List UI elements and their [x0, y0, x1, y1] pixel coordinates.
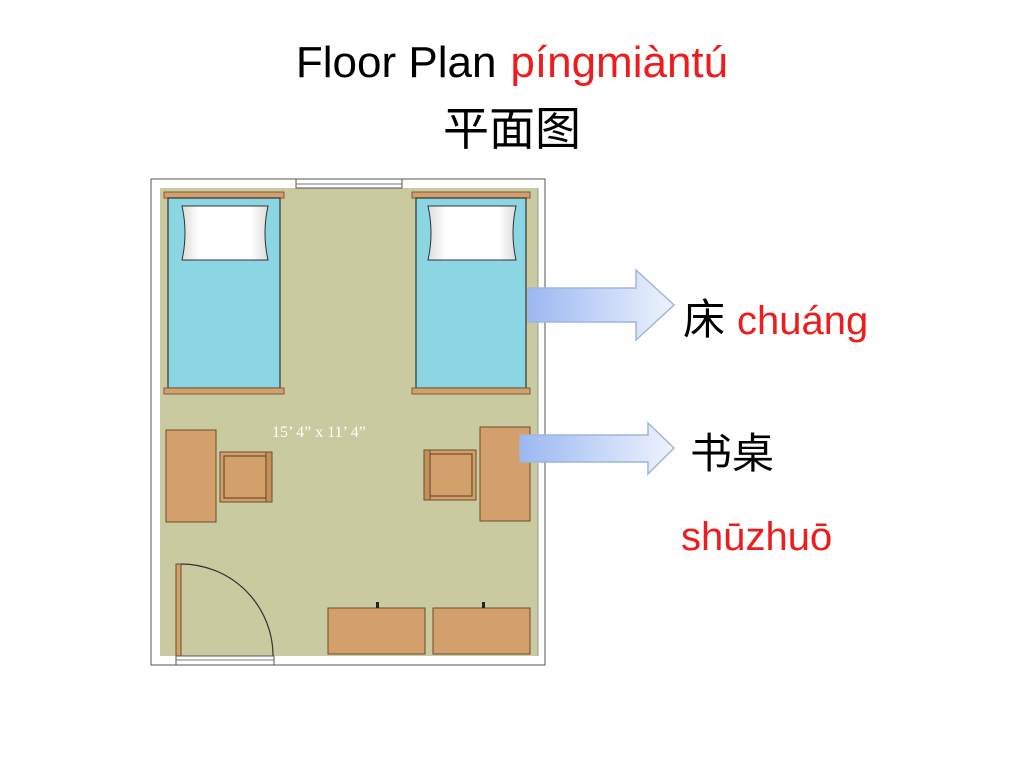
title-chinese: 平面图	[443, 102, 581, 156]
slide-title: Floor Plan píngmiàntú	[0, 34, 1024, 92]
desk-chinese: 书桌	[690, 429, 775, 478]
bed-left	[163, 191, 285, 395]
chair-right	[423, 449, 477, 501]
desk-left	[165, 429, 217, 523]
dresser-right	[432, 607, 531, 655]
pillow-right	[427, 205, 517, 261]
pillow-left	[181, 205, 269, 261]
chair-left	[219, 451, 273, 503]
arrow-to-desk	[519, 421, 676, 476]
bed-right	[411, 191, 531, 395]
dresser-left	[327, 607, 426, 655]
bed-pinyin: chuáng	[737, 299, 869, 343]
desk-pinyin: shūzhuō	[681, 515, 833, 559]
title-english: Floor Plan	[295, 38, 497, 87]
floor-plan: 15’ 4” x 11’ 4”	[150, 178, 546, 666]
door	[175, 563, 275, 666]
title-pinyin: píngmiàntú	[510, 38, 729, 87]
bed-chinese: 床	[683, 295, 726, 344]
arrow-to-bed	[527, 268, 676, 342]
room-dimensions: 15’ 4” x 11’ 4”	[272, 424, 366, 441]
